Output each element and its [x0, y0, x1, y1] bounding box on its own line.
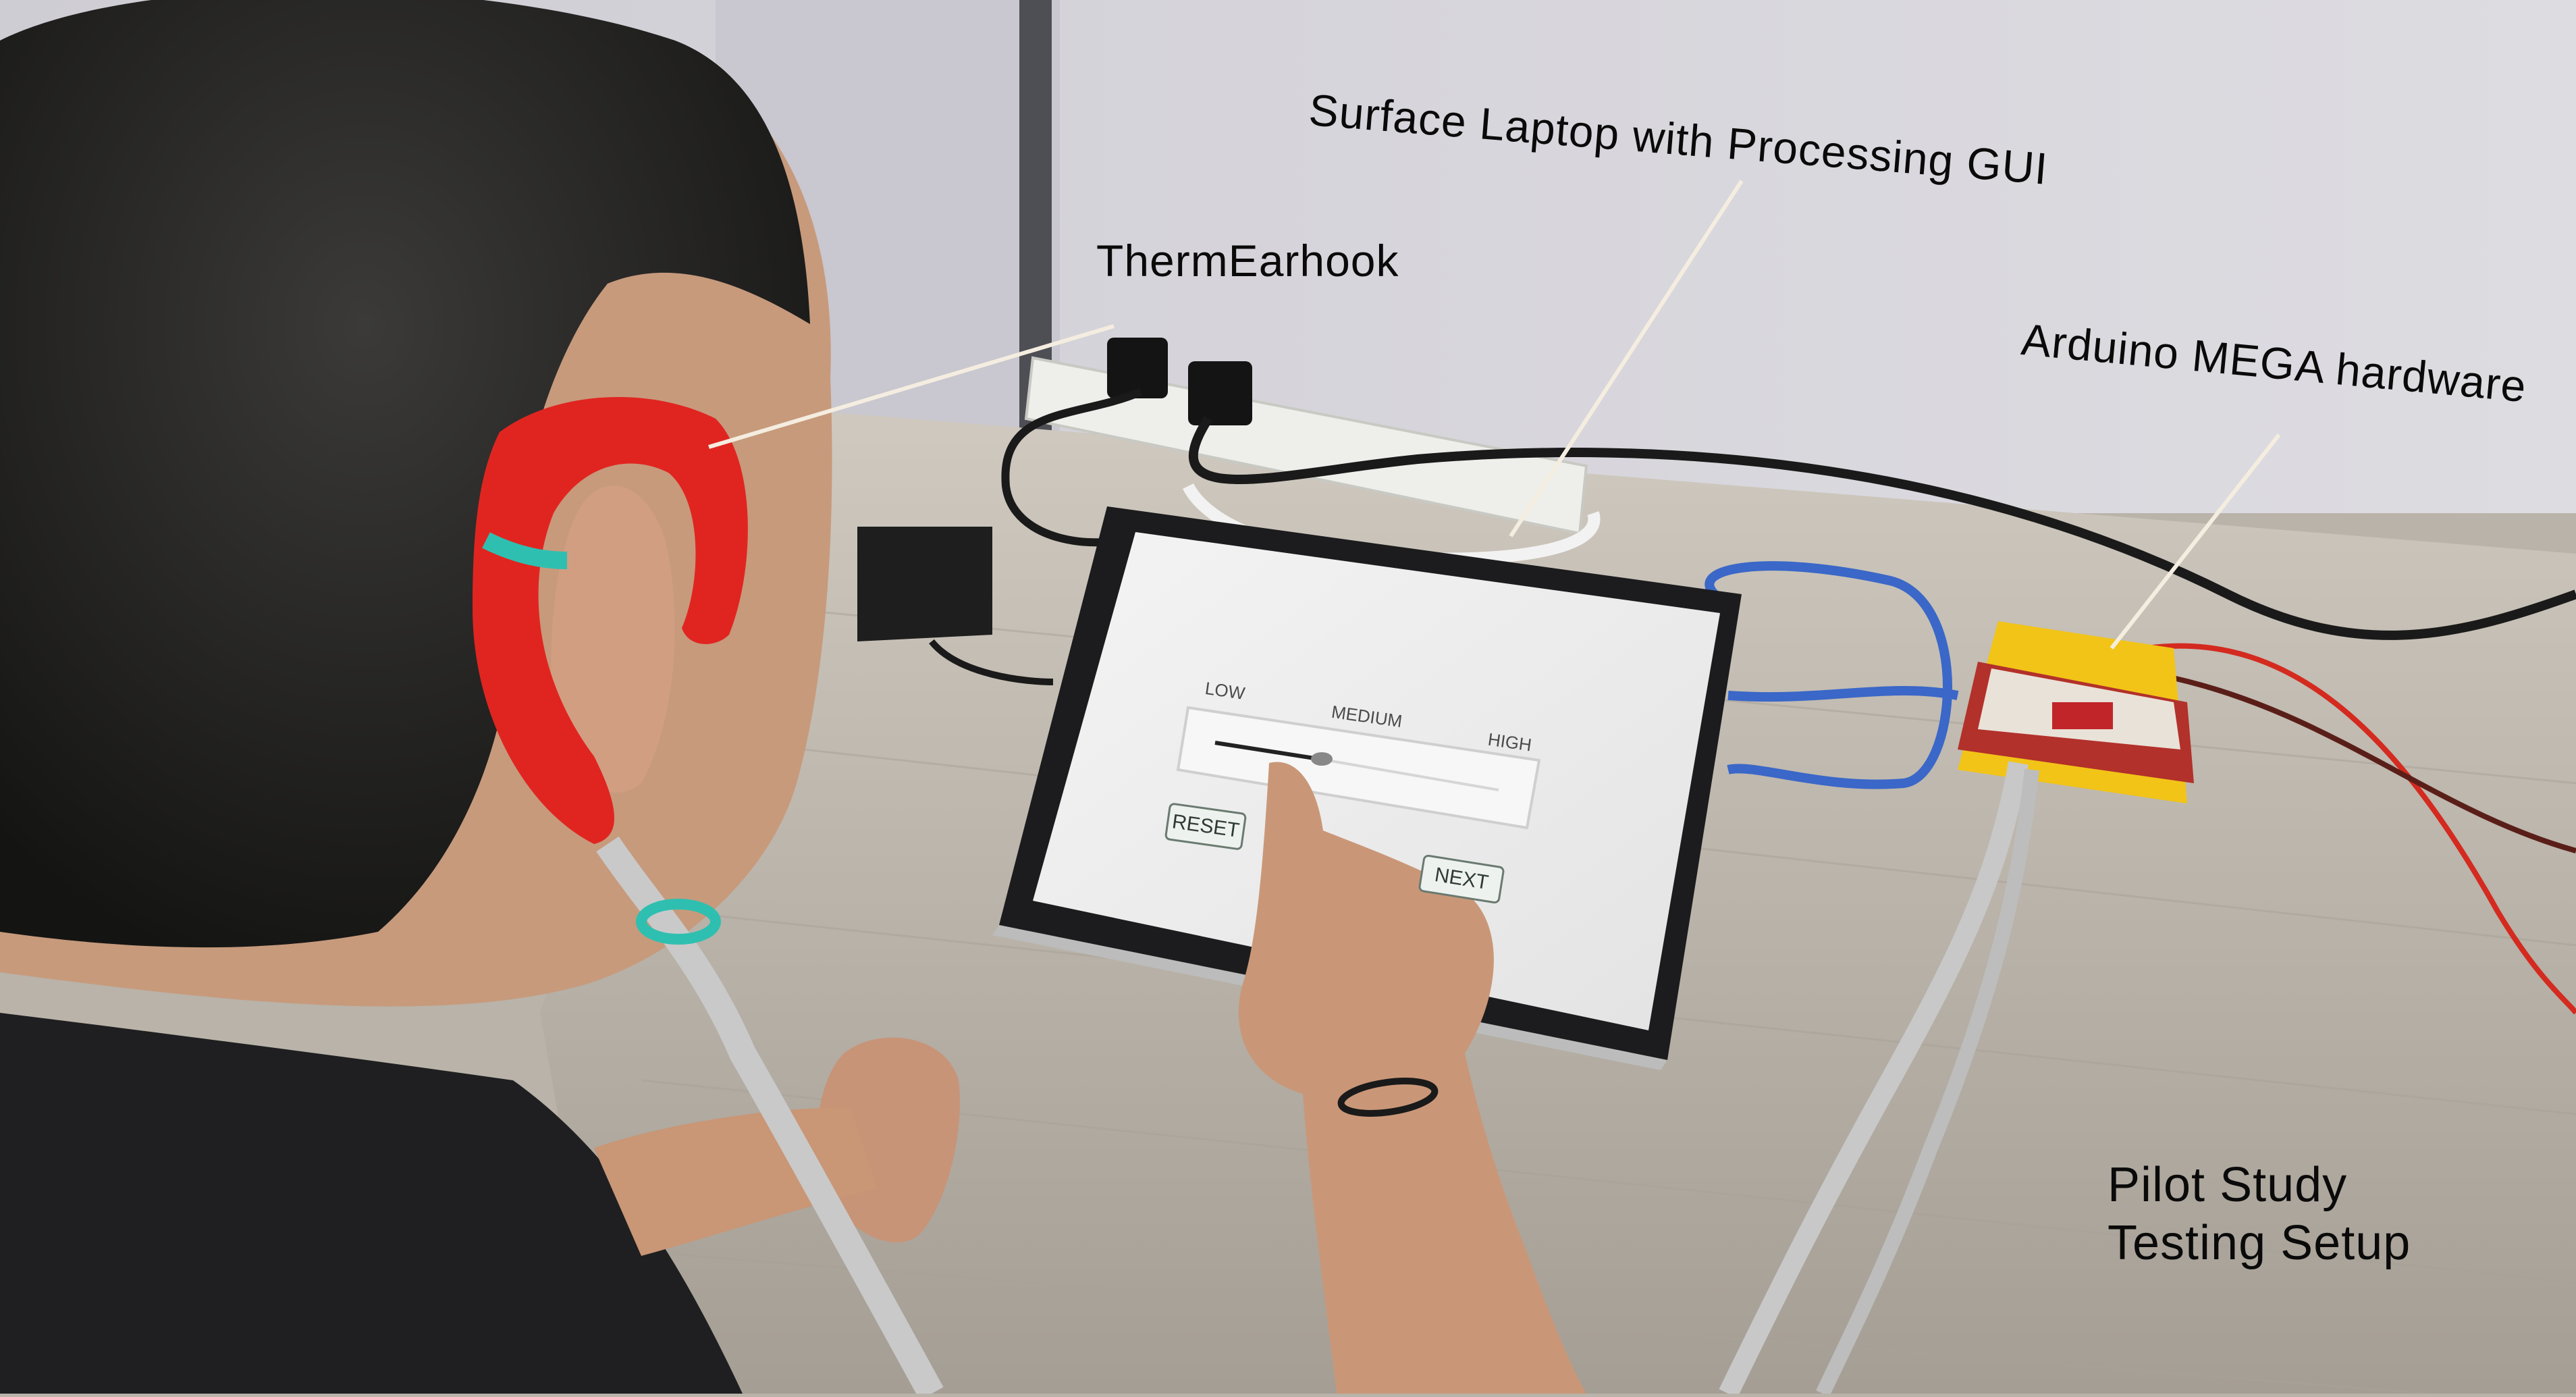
leader-line-laptop [1509, 180, 1744, 537]
power-strip [1024, 338, 1588, 535]
person-arm [1238, 762, 1586, 1394]
slider-panel [1176, 706, 1541, 830]
power-brick [857, 527, 992, 641]
therm-earhook [473, 396, 944, 1397]
label-pilot-study-line2: Testing Setup [2108, 1216, 2411, 1270]
label-therm-earhook: ThermEarhook [1096, 236, 1399, 286]
arduino-board [1958, 621, 2194, 803]
leader-line-earhook [708, 324, 1115, 449]
leader-line-arduino [2110, 433, 2281, 650]
person [0, 0, 960, 1394]
label-pilot-study: Pilot Study Testing Setup [2108, 1156, 2411, 1272]
label-pilot-study-line1: Pilot Study [2108, 1158, 2348, 1212]
